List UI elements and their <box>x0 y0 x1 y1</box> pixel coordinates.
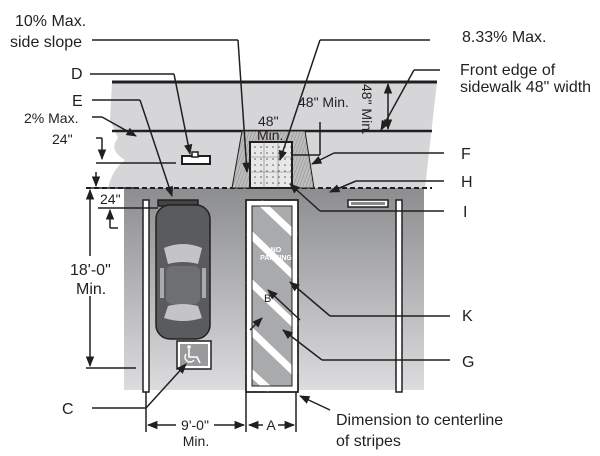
label-length-line1: 18'-0" <box>70 262 111 279</box>
label-k: K <box>462 308 473 325</box>
label-i: I <box>463 204 467 221</box>
label-side-slope-line2: side slope <box>10 34 82 51</box>
label-e: E <box>72 93 83 110</box>
access-aisle <box>245 199 299 393</box>
label-front-edge-line1: Front edge of <box>460 62 556 79</box>
no-parking-text-line2: PARKING <box>260 255 292 262</box>
no-parking-text-line1: NO <box>271 247 282 254</box>
label-d: D <box>71 66 83 83</box>
label-24-top: 24" <box>52 131 73 147</box>
label-landing-min: 48" Min. <box>298 94 349 110</box>
label-24-wheelstop: 24" <box>100 191 121 207</box>
label-ramp-slope: 8.33% Max. <box>462 29 546 46</box>
label-c: C <box>62 401 74 418</box>
label-f: F <box>461 146 471 163</box>
label-width-line2: Min. <box>183 433 209 449</box>
label-ramp-width-line1: 48" <box>258 113 279 129</box>
wheelchair-accessibility-icon <box>176 340 212 370</box>
label-sidewalk-min: 48" Min. <box>359 84 375 135</box>
label-centerline-line2: of stripes <box>336 433 401 450</box>
label-width-line1: 9'-0" <box>181 417 209 433</box>
label-b: B <box>264 293 271 305</box>
stall-stripe-right <box>395 199 403 393</box>
label-g: G <box>462 354 474 371</box>
label-centerline-line1: Dimension to centerline <box>336 412 503 429</box>
label-side-slope-line1: 10% Max. <box>15 13 86 30</box>
stall-stripe-left <box>142 199 150 393</box>
label-length-line2: Min. <box>76 281 106 298</box>
label-aisle-width: A <box>266 417 276 433</box>
label-front-edge-line2: sidewalk 48" width <box>460 79 591 96</box>
label-ramp-width-line2: Min. <box>257 127 283 143</box>
detectable-warning-pad-icon <box>249 141 293 189</box>
label-cross-slope: 2% Max. <box>24 110 78 126</box>
label-h: H <box>461 174 473 191</box>
car-icon <box>155 204 211 340</box>
